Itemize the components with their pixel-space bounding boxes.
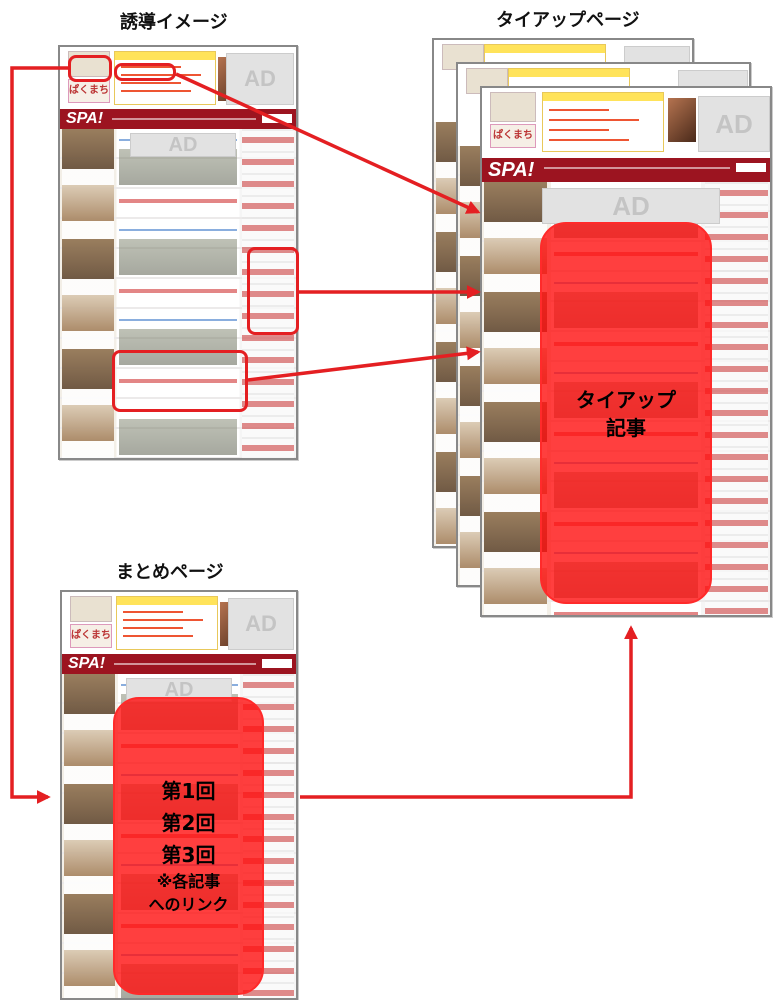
search-box <box>736 163 766 172</box>
main-column <box>119 129 237 458</box>
nav-links <box>544 167 730 169</box>
highlight-header-text <box>114 63 176 81</box>
left-column <box>64 674 116 998</box>
summary-title: まとめページ <box>116 562 224 583</box>
right-column <box>704 182 768 615</box>
spa-logo: SPA! <box>66 110 104 127</box>
search-box <box>262 659 292 668</box>
left-column <box>62 129 114 458</box>
summary-link-1: 第1回 <box>161 779 216 803</box>
header-brand-banner <box>70 596 112 622</box>
tieup-article-label-2: 記事 <box>606 416 646 440</box>
arrow-induce-to-summary <box>10 66 68 804</box>
header-promo <box>116 596 218 650</box>
content-ad: AD <box>542 188 720 224</box>
induce-title: 誘導イメージ <box>120 12 228 33</box>
header-ad: AD <box>226 53 294 105</box>
spa-logo: SPA! <box>488 159 535 181</box>
site-header: ぱくまち AD <box>62 592 296 654</box>
tieup-article-overlay: タイアップ 記事 <box>540 222 712 604</box>
nav-links <box>112 118 256 120</box>
summary-note-2: へのリンク <box>148 895 229 914</box>
highlight-header-banner <box>68 55 112 82</box>
nav-links <box>114 663 256 665</box>
tieup-article-label-1: タイアップ <box>576 388 676 412</box>
arrow-article-to-tieup <box>247 346 481 382</box>
site-header: ぱくまち AD <box>482 88 770 156</box>
header-ad: AD <box>698 96 770 152</box>
left-column <box>484 182 548 615</box>
header-promo <box>542 92 664 152</box>
header-brand-banner <box>490 92 536 122</box>
header-ad: AD <box>228 598 294 650</box>
nav-bar: SPA! <box>482 158 770 182</box>
arrow-header-to-tieup <box>175 72 481 214</box>
highlight-article <box>112 350 248 412</box>
summary-note-1: ※各記事 <box>156 872 221 891</box>
highlight-sidebar-ad <box>247 247 299 335</box>
spa-logo: SPA! <box>68 655 106 672</box>
nav-bar: SPA! <box>62 654 296 674</box>
content-ad: AD <box>130 133 236 157</box>
header-logo: ぱくまち <box>70 624 112 648</box>
right-column <box>242 129 294 458</box>
summary-link-3: 第3回 <box>161 843 216 867</box>
header-logo: ぱくまち <box>68 79 110 103</box>
arrow-summary-to-tieup <box>300 625 638 799</box>
summary-link-2: 第2回 <box>161 811 216 835</box>
tieup-title: タイアップページ <box>496 10 640 31</box>
header-thumbnail <box>668 98 696 142</box>
summary-links-overlay: 第1回 第2回 第3回 ※各記事 へのリンク <box>113 697 264 995</box>
header-logo: ぱくまち <box>490 124 536 148</box>
